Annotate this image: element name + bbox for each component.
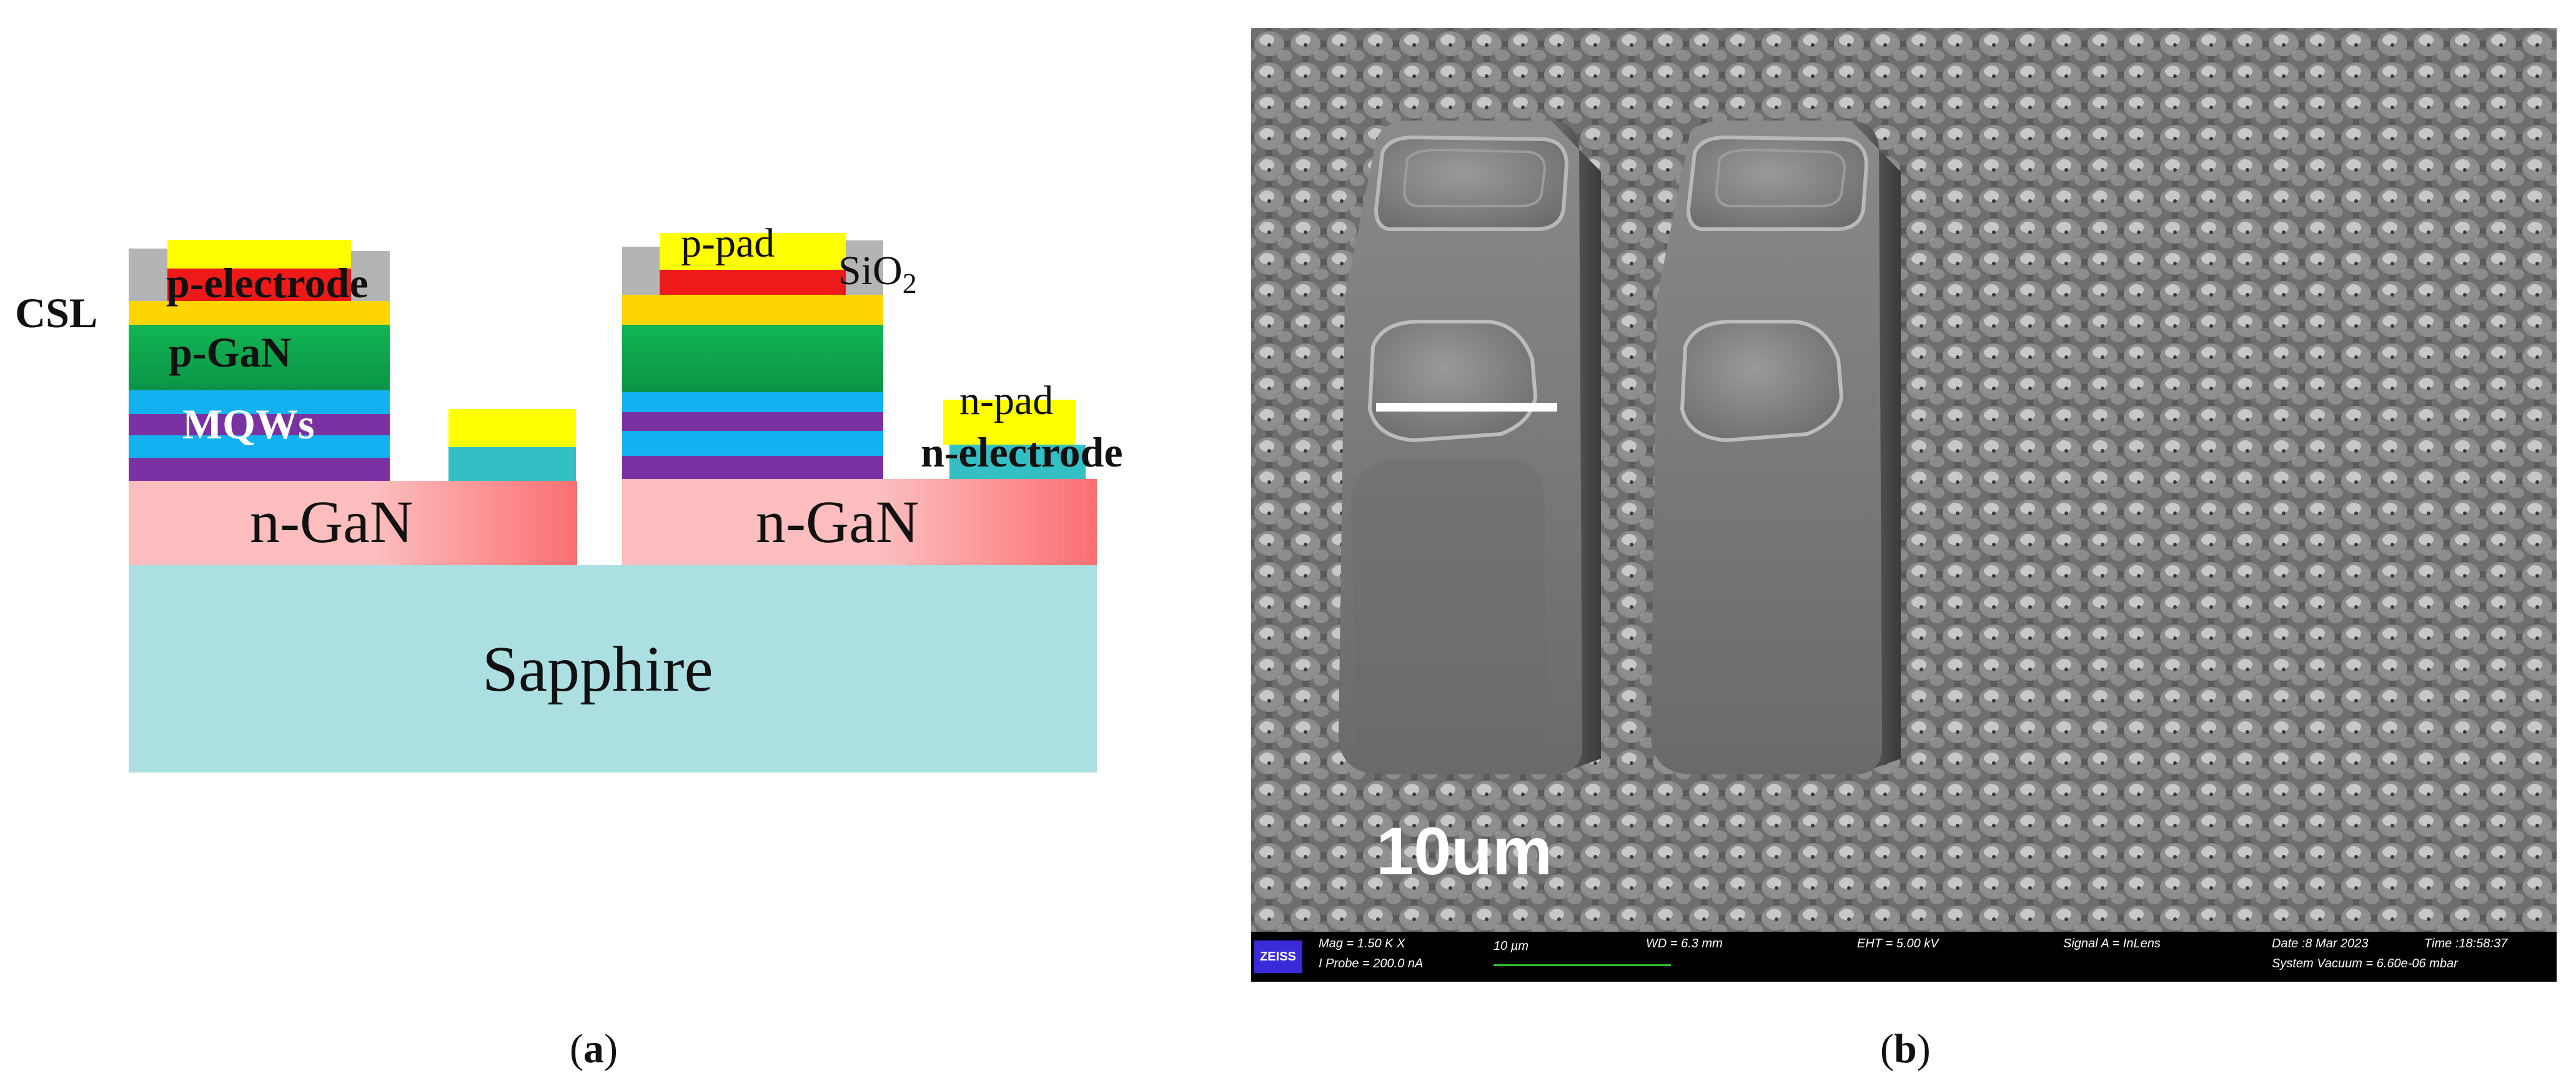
n-gan-right xyxy=(622,479,1097,565)
csl-left xyxy=(129,301,390,325)
p-gan-left xyxy=(129,325,390,390)
mqw-left-stack xyxy=(129,390,390,481)
scale-text: 10 µm xyxy=(1494,939,1528,953)
time-text: Time :18:58:37 xyxy=(2424,937,2508,950)
vacuum-text: System Vacuum = 6.60e-06 mbar xyxy=(2272,957,2458,970)
n-electrode-right xyxy=(949,445,1086,479)
mqw-right-stack xyxy=(622,392,883,479)
n-electrode-middle xyxy=(448,447,576,481)
sio2-label: SiO2 xyxy=(838,247,917,300)
csl-label: CSL xyxy=(15,289,98,337)
n-gan-left-label: n-GaN xyxy=(250,488,414,555)
csl-right xyxy=(622,295,883,325)
eht-text: EHT = 5.00 kV xyxy=(1857,937,1939,950)
n-gan-left xyxy=(129,481,577,565)
sio2-left-block-b xyxy=(351,251,390,301)
iprobe-text: I Probe = 200.0 nA xyxy=(1319,957,1424,970)
sem-scale-bar-label: 10um xyxy=(1376,813,1553,889)
n-pad-middle xyxy=(448,409,576,447)
wd-text: WD = 6.3 mm xyxy=(1646,937,1723,950)
sio2-right-block-a xyxy=(622,247,660,295)
caption-a-close: ) xyxy=(603,1026,618,1072)
sapphire-label: Sapphire xyxy=(482,633,713,705)
mag-text: Mag = 1.50 K X xyxy=(1319,937,1405,950)
p-pad-right xyxy=(660,233,846,270)
n-gan-right-label: n-GaN xyxy=(756,488,919,555)
p-pad-left xyxy=(167,240,351,269)
sio2-label-main: SiO xyxy=(838,248,903,294)
p-electrode-right xyxy=(660,270,846,295)
date-text: Date :8 Mar 2023 xyxy=(2272,937,2369,950)
sem-device-1 xyxy=(1339,121,1601,774)
p-gan-right xyxy=(622,325,883,392)
zeiss-logo: ZEISS xyxy=(1254,940,1302,973)
sio2-right-block-b xyxy=(846,240,883,295)
n-pad-right xyxy=(943,400,1076,445)
sio2-left-block-a xyxy=(129,249,167,301)
info-scale-line xyxy=(1494,964,1671,966)
p-electrode-label: p-electrode xyxy=(166,259,369,307)
p-pad-label: p-pad xyxy=(681,220,775,266)
caption-b-letter: b xyxy=(1893,1026,1917,1072)
caption-a-letter: a xyxy=(583,1026,604,1072)
sapphire-substrate xyxy=(129,565,1097,773)
mqws-label: MQWs xyxy=(182,400,315,448)
n-pad-label: n-pad xyxy=(959,378,1054,423)
p-electrode-left xyxy=(167,269,351,301)
caption-b-close: ) xyxy=(1916,1026,1931,1072)
p-gan-label: p-GaN xyxy=(169,328,292,376)
sem-micrograph xyxy=(1251,28,2557,932)
caption-b: (b) xyxy=(1880,1025,1931,1073)
n-electrode-label: n-electrode xyxy=(921,428,1123,476)
panel-b-sem-image: 10um ZEISS Mag = 1.50 K X I Probe = 200.… xyxy=(1251,28,2557,982)
caption-a-open: ( xyxy=(570,1026,583,1072)
panel-a-diagram: Sapphire n-GaN n-GaN MQWs p-GaN CSL p-el… xyxy=(0,0,1187,812)
sem-device-2 xyxy=(1651,121,1901,774)
signal-text: Signal A = InLens xyxy=(2063,937,2161,950)
sio2-label-sub: 2 xyxy=(902,267,917,300)
sem-scale-bar xyxy=(1376,403,1557,412)
caption-a: (a) xyxy=(570,1025,618,1073)
caption-b-open: ( xyxy=(1880,1026,1894,1072)
sem-info-bar: ZEISS Mag = 1.50 K X I Probe = 200.0 nA … xyxy=(1251,932,2557,982)
